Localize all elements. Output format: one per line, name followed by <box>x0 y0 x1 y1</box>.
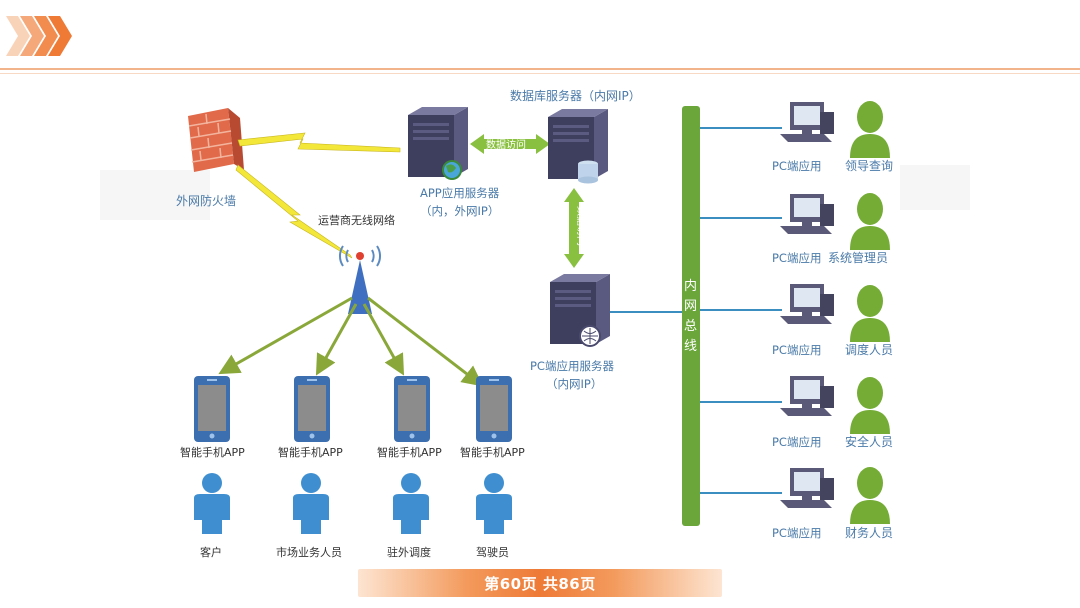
person-green-icon <box>850 285 890 342</box>
phone-app-label: 智能手机APP <box>278 445 343 459</box>
phone-user-label: 驾驶员 <box>476 545 509 559</box>
pc-row-0: PC端应用 领导查询 <box>700 101 893 173</box>
pc-icon <box>780 284 834 324</box>
pc-icon <box>780 102 834 142</box>
pc-app-label: PC端应用 <box>772 526 821 540</box>
wireless-network-label: 运营商无线网络 <box>318 213 395 227</box>
app-server-icon <box>408 107 468 180</box>
lightning-link-icon <box>235 132 401 259</box>
page-indicator-text: 第60页 共86页 <box>484 574 596 593</box>
pc-icon <box>780 468 834 508</box>
data-access-label-horizontal: 数据访问 <box>486 138 526 151</box>
pc-row-4: PC端应用 财务人员 <box>700 467 893 540</box>
data-access-label-vertical: 数据访问 <box>575 206 588 246</box>
person-blue-icon <box>194 473 230 534</box>
person-blue-icon <box>476 473 512 534</box>
phone-app-label: 智能手机APP <box>377 445 442 459</box>
phone-user-label: 市场业务人员 <box>276 545 342 559</box>
phone-user-label: 驻外调度 <box>387 545 431 559</box>
pc-row-3: PC端应用 安全人员 <box>700 376 893 449</box>
firewall-label: 外网防火墙 <box>176 193 236 208</box>
pc-row-1: PC端应用 系统管理员 <box>700 193 890 265</box>
person-green-icon <box>850 193 890 250</box>
person-green-icon <box>850 377 890 434</box>
phone-user-label: 客户 <box>200 545 222 559</box>
person-blue-icon <box>293 473 329 534</box>
pc-app-label: PC端应用 <box>772 343 821 357</box>
intranet-bus <box>682 106 700 526</box>
pc-icon <box>780 376 834 416</box>
data-access-arrow-horizontal <box>470 134 550 154</box>
person-green-icon <box>850 101 890 158</box>
pc-user-label: 财务人员 <box>845 525 893 540</box>
pc-user-label: 领导查询 <box>845 159 893 173</box>
phone-group-2: 智能手机APP 驻外调度 <box>377 376 442 559</box>
pc-server-label: PC端应用服务器 <box>530 359 614 373</box>
header-divider-thin <box>0 73 1080 74</box>
smartphone-icon <box>476 376 512 442</box>
header-chevron-icon <box>6 16 72 56</box>
data-access-arrow-vertical <box>564 188 584 268</box>
dotted-background-decoration <box>100 165 970 220</box>
smartphone-icon <box>294 376 330 442</box>
phone-app-label: 智能手机APP <box>180 445 245 459</box>
app-server-ip-label: （内，外网IP） <box>420 204 499 218</box>
bus-label-char-2: 网 <box>684 299 697 314</box>
pc-user-label: 系统管理员 <box>828 250 888 265</box>
database-server-icon <box>548 109 608 184</box>
smartphone-icon <box>194 376 230 442</box>
bus-label-char-4: 线 <box>684 339 697 354</box>
pc-app-label: PC端应用 <box>772 159 821 173</box>
phone-group-3: 智能手机APP 驾驶员 <box>460 376 525 559</box>
bus-label-char-3: 总 <box>684 319 697 334</box>
header-divider <box>0 68 1080 70</box>
phone-group-0: 智能手机APP 客户 <box>180 376 245 559</box>
antenna-tower-icon <box>338 245 382 314</box>
phone-app-label: 智能手机APP <box>460 445 525 459</box>
bus-label-char-1: 内 <box>684 278 697 294</box>
phone-group-1: 智能手机APP 市场业务人员 <box>276 376 343 559</box>
firewall-icon <box>188 108 244 172</box>
db-server-label: 数据库服务器（内网IP） <box>510 88 641 103</box>
pc-server-icon <box>550 274 610 347</box>
pc-server-ip-label: （内网IP） <box>546 377 602 391</box>
pc-app-label: PC端应用 <box>772 251 821 265</box>
person-green-icon <box>850 467 890 524</box>
pc-app-label: PC端应用 <box>772 435 821 449</box>
app-server-label: APP应用服务器 <box>420 186 500 200</box>
person-blue-icon <box>393 473 429 534</box>
page-indicator: 第60页 共86页 <box>358 569 722 597</box>
pc-icon <box>780 194 834 234</box>
wireless-arrows <box>218 296 484 387</box>
pc-user-label: 安全人员 <box>845 434 893 449</box>
pc-row-2: PC端应用 调度人员 <box>700 284 893 357</box>
pc-user-label: 调度人员 <box>845 342 893 357</box>
smartphone-icon <box>394 376 430 442</box>
